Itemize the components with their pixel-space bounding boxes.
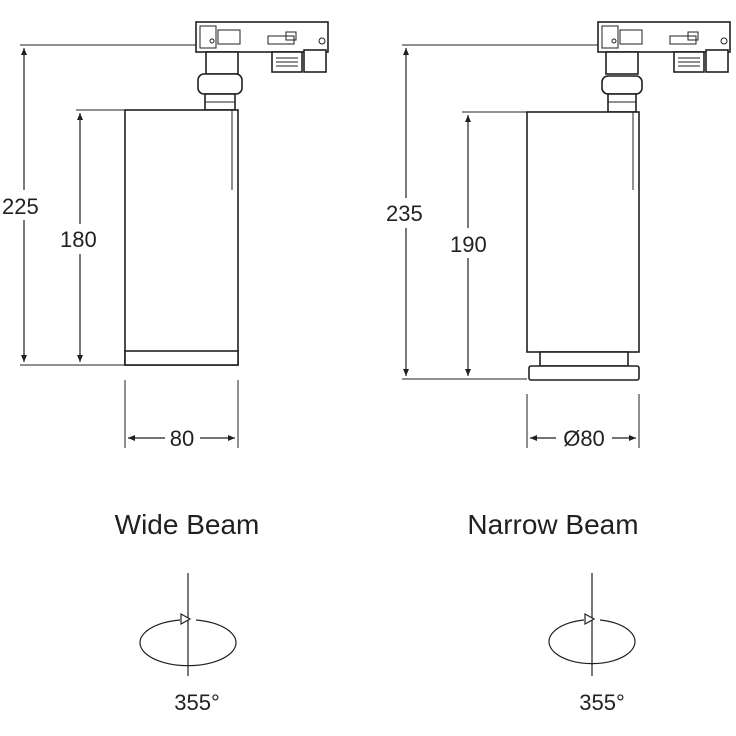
wide-body-cylinder <box>124 109 239 366</box>
narrow-bottom-ring <box>528 365 640 381</box>
narrow-beam-fixture <box>526 21 731 381</box>
wide-track-adapter <box>195 21 329 75</box>
narrow-beam-caption: Narrow Beam <box>467 509 638 540</box>
wide-swivel-joint <box>197 73 243 111</box>
narrow-rotation-symbol <box>548 573 636 676</box>
narrow-width-label: Ø80 <box>563 426 605 451</box>
wide-dimensions <box>20 44 239 448</box>
narrow-swivel-joint <box>601 75 643 113</box>
wide-rotation-label: 355° <box>174 690 220 715</box>
narrow-lens-neck <box>539 351 629 367</box>
wide-body-height-label: 180 <box>60 227 97 252</box>
narrow-rotation-label: 355° <box>579 690 625 715</box>
wide-beam-fixture <box>124 21 329 366</box>
wide-overall-height-label: 225 <box>2 194 39 219</box>
wide-width-label: 80 <box>170 426 194 451</box>
wide-rotation-symbol <box>139 573 237 676</box>
narrow-track-adapter <box>597 21 731 75</box>
narrow-body-cylinder <box>526 111 640 353</box>
wide-bottom-ring <box>124 350 239 366</box>
wide-beam-caption: Wide Beam <box>115 509 260 540</box>
narrow-body-height-label: 190 <box>450 232 487 257</box>
narrow-overall-height-label: 235 <box>386 201 423 226</box>
